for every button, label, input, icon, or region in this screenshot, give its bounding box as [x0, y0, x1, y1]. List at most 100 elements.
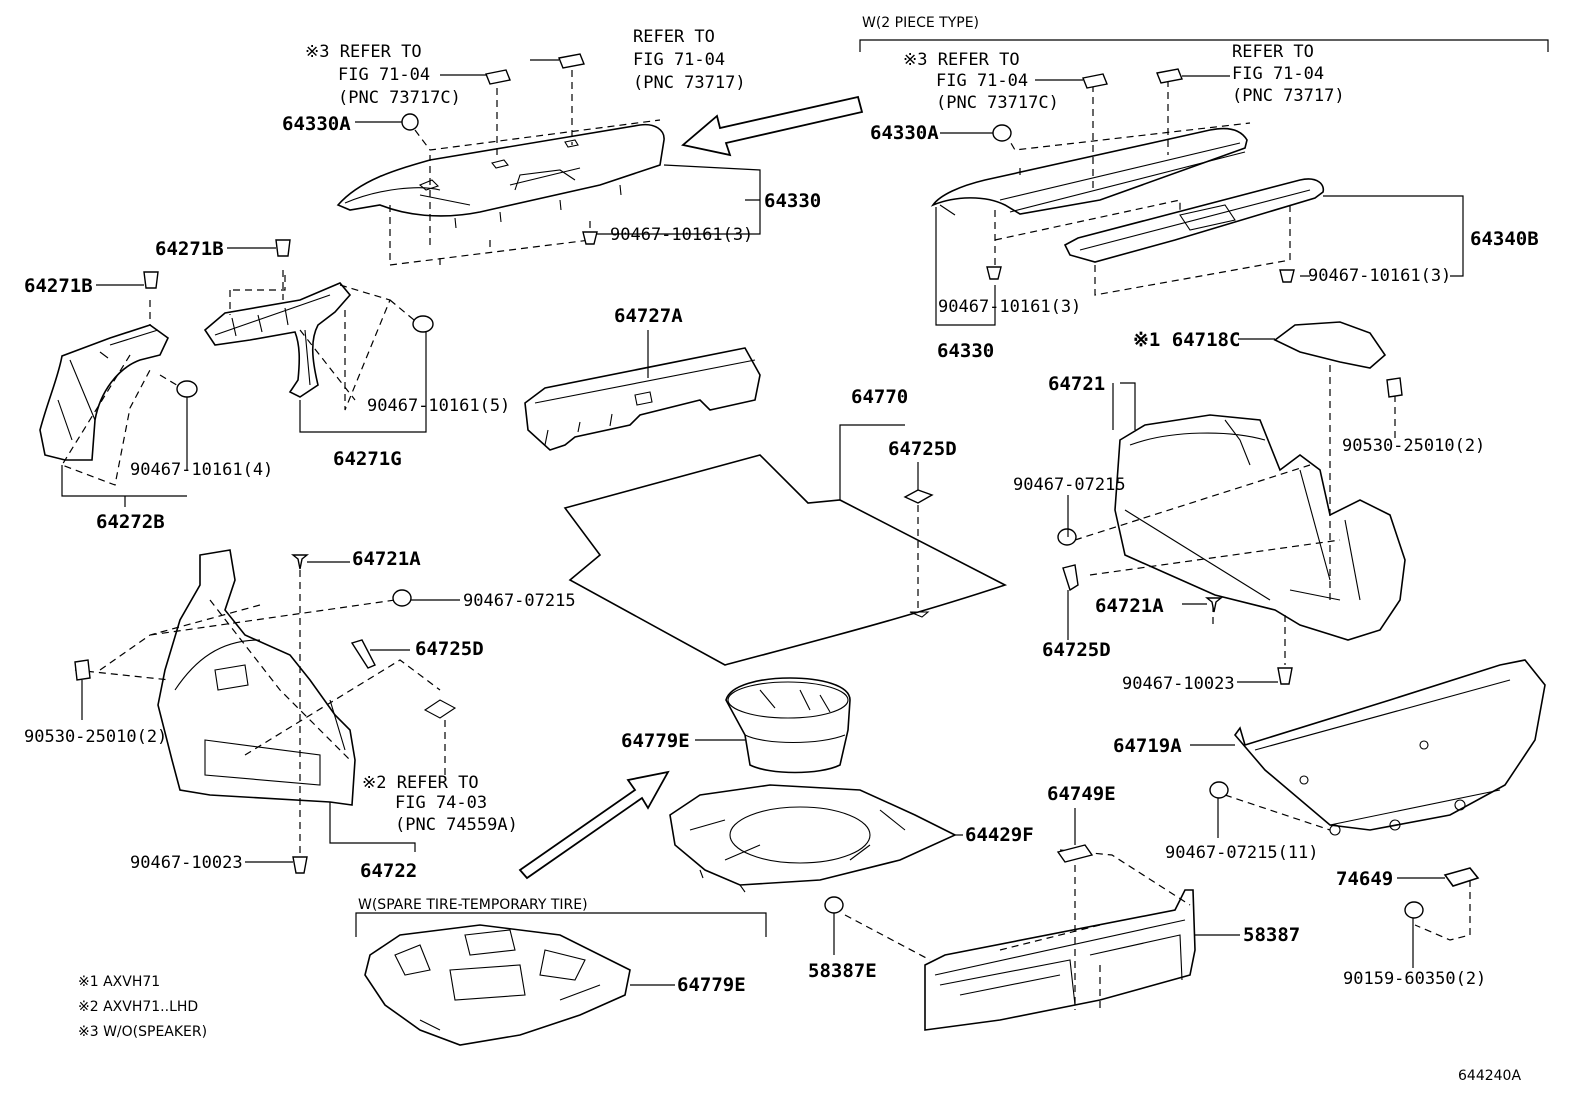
ref-text: FIG 71-04 [633, 50, 725, 70]
spare-tire-tray [669, 784, 957, 893]
part-label: 64429F [965, 824, 1034, 846]
part-label: 64330A [282, 113, 351, 135]
rear-side-trim-upper [39, 324, 170, 461]
part-label: 90467-07215 [463, 591, 576, 611]
clip-64271B-b [143, 271, 159, 289]
clip-90467-10161-right-b [1279, 269, 1295, 283]
fastener-64330A-left [401, 113, 419, 131]
part-label: 64340B [1470, 228, 1539, 250]
clip-64271B-a [275, 239, 291, 257]
ref-text: FIG 71-04 [338, 65, 430, 85]
ref-text: ※3 REFER TO [305, 42, 422, 62]
part-label: 90530-25010(2) [1342, 436, 1485, 456]
part-label: 90467-10161(3) [610, 225, 753, 245]
part-label: 64725D [888, 438, 957, 460]
ref-text: (PNC 73717C) [338, 88, 461, 108]
part-label: 64725D [415, 638, 484, 660]
ref-text: FIG 74-03 [395, 793, 487, 813]
part-label: 64272B [96, 511, 165, 533]
clip-64725D-left [350, 639, 376, 669]
part-label: 64721 [1048, 373, 1105, 395]
part-label: 64727A [614, 305, 683, 327]
package-tray-trim-right [930, 127, 1325, 263]
cover-clip-left [558, 53, 585, 69]
direction-arrow [518, 770, 670, 880]
part-label: 90467-10161(5) [367, 396, 510, 416]
clip-90467-07215-left [392, 589, 412, 607]
bracket-label: W(2 PIECE TYPE) [862, 15, 979, 31]
ref-text: REFER TO [1232, 42, 1314, 62]
speaker-cover-clip-right [1082, 73, 1108, 89]
speaker-cover-clip-left [485, 69, 511, 85]
bolt-90159-60350 [1404, 901, 1424, 919]
part-label: 90467-10161(3) [1308, 266, 1451, 286]
clip-90530-25010-left [74, 659, 91, 681]
panel-64718C [1273, 321, 1387, 369]
part-label: 90467-10161(4) [130, 460, 273, 480]
quarter-pillar-garnish [203, 282, 352, 398]
clip-64749E [1056, 844, 1094, 863]
part-label: 64770 [851, 386, 908, 408]
rear-side-trim-right [1114, 414, 1406, 641]
floor-mat-64770 [563, 454, 1008, 666]
part-label: 64721A [1095, 595, 1164, 617]
part-label: 74649 [1336, 868, 1393, 890]
rear-side-trim-left [157, 549, 356, 806]
ref-text: REFER TO [633, 27, 715, 47]
part-label: 58387 [1243, 924, 1300, 946]
clip-90467-10023-right [1277, 667, 1293, 685]
ref-text: FIG 71-04 [936, 71, 1028, 91]
bracket-74649 [1443, 867, 1480, 887]
cover-clip-right [1156, 68, 1183, 84]
part-label: 64330 [937, 340, 994, 362]
diagram-code: 644240A [1458, 1068, 1521, 1084]
scuff-plate-58387 [924, 889, 1196, 1031]
package-tray-trim-left [336, 123, 665, 229]
part-label: 64749E [1047, 783, 1116, 805]
part-label: 64721A [352, 548, 421, 570]
clip-90467-10023-left [292, 856, 308, 874]
part-label: 64725D [1042, 639, 1111, 661]
part-label: 90159-60350(2) [1343, 969, 1486, 989]
footnote: ※3 W/O(SPEAKER) [78, 1024, 207, 1040]
part-label: 90530-25010(2) [24, 727, 167, 747]
part-label: 64779E [621, 730, 690, 752]
part-label: 64271B [155, 238, 224, 260]
clip-90467-10161-left [582, 231, 598, 245]
direction-arrow [681, 95, 864, 157]
clip-90530-25010-right [1386, 377, 1403, 398]
ref-text: (PNC 73717) [1232, 86, 1345, 106]
bracket-label: W(SPARE TIRE-TEMPORARY TIRE) [358, 897, 588, 913]
clip-64721A-left [291, 554, 309, 570]
spare-tire-holder [725, 677, 851, 774]
clip-64721A-right [1205, 597, 1223, 613]
clip-64725D-mid [903, 489, 934, 504]
ref-text: ※2 REFER TO [362, 773, 479, 793]
clip-90467-07215-11 [1209, 781, 1229, 799]
ref-text: (PNC 73717C) [936, 93, 1059, 113]
trunk-lid-trim [1233, 659, 1546, 836]
clip-90467-10161-5 [412, 315, 434, 333]
part-label: ※1 64718C [1133, 329, 1240, 351]
fastener-64330A-right [992, 124, 1012, 142]
footnote: ※1 AXVH71 [78, 974, 160, 990]
ref-text: (PNC 74559A) [395, 815, 518, 835]
part-label: 90467-10161(3) [938, 297, 1081, 317]
part-label: 58387E [808, 960, 877, 982]
part-label: 90467-07215 [1013, 475, 1126, 495]
deck-board-64727A [524, 347, 761, 451]
ref-text: FIG 71-04 [1232, 64, 1324, 84]
part-label: 90467-10023 [130, 853, 243, 873]
ref-text: (PNC 73717) [633, 73, 746, 93]
part-label: 64330 [764, 190, 821, 212]
ref-text: ※3 REFER TO [903, 50, 1020, 70]
part-label: 64719A [1113, 735, 1182, 757]
footnote: ※2 AXVH71..LHD [78, 999, 198, 1015]
part-label: 64722 [360, 860, 417, 882]
clip-90467-10161-4 [176, 380, 198, 398]
spare-tire-tray-temporary [364, 924, 631, 1046]
part-label: 64271B [24, 275, 93, 297]
part-label: 64330A [870, 122, 939, 144]
clip-58387E [824, 896, 844, 914]
